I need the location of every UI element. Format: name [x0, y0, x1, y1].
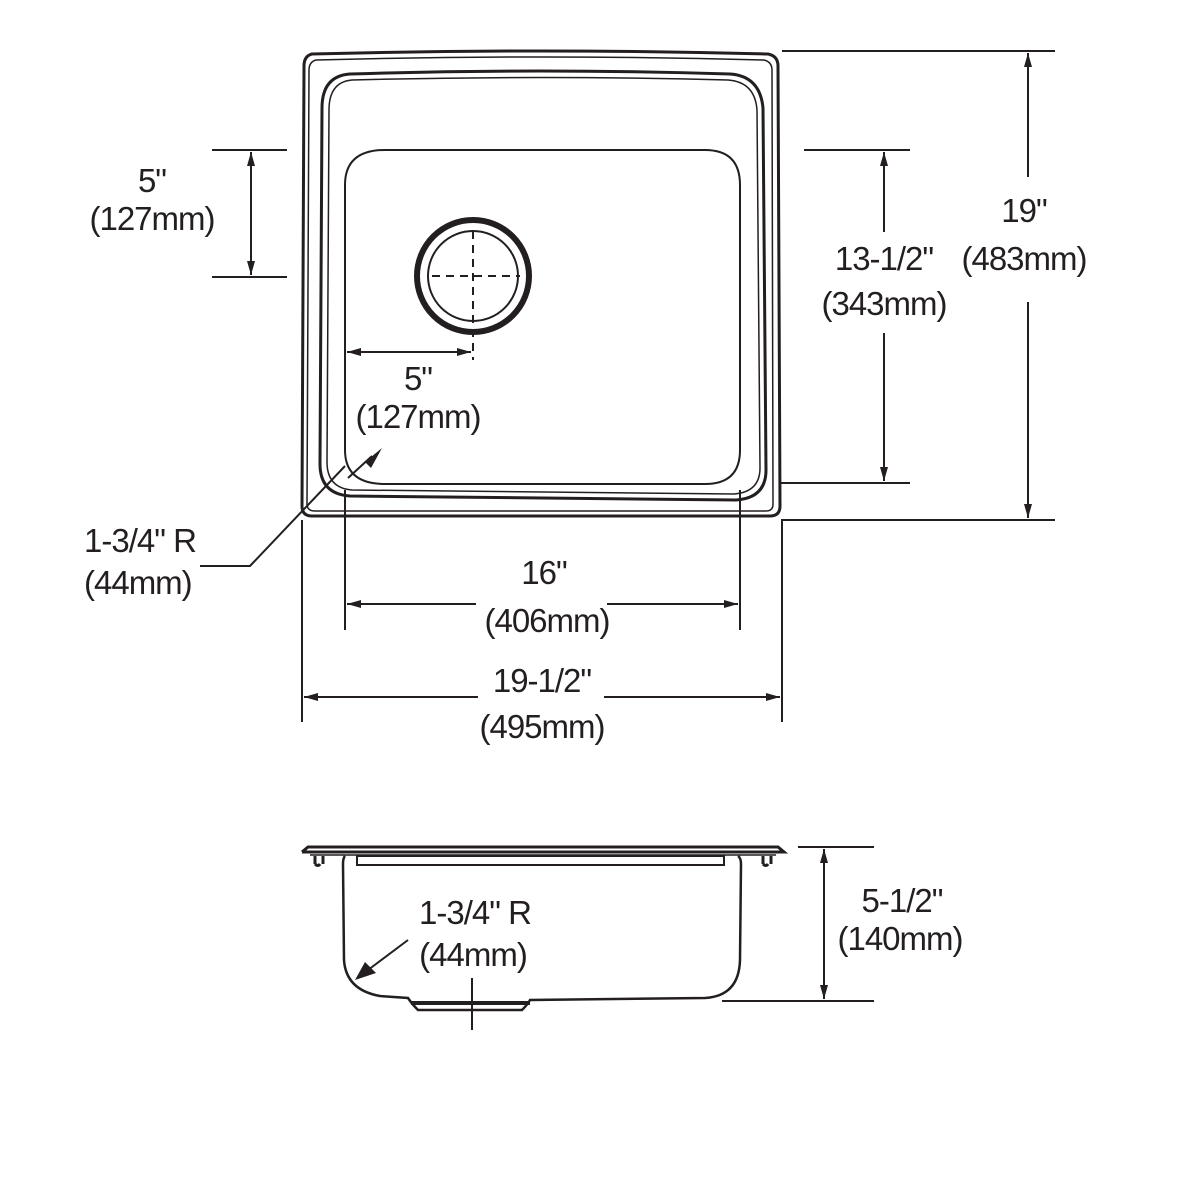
dim-overall-width: 19-1/2" (495mm) — [301, 520, 783, 745]
dim-bowl-length: 13-1/2" (343mm) — [780, 149, 948, 484]
dim-label-imperial: 13-1/2" — [835, 240, 934, 277]
top-view: 5" (127mm) 5" (127mm) 1-3/4" R (44mm) 13… — [84, 49, 1088, 745]
dim-label-imperial: 5-1/2" — [862, 882, 943, 919]
dim-label-imperial: 1-3/4" R — [84, 522, 196, 559]
dim-drain-vertical: 5" (127mm) — [89, 149, 287, 278]
dim-label-metric: (343mm) — [821, 285, 946, 322]
drain — [414, 217, 532, 360]
dim-corner-radius-top: 1-3/4" R (44mm) — [84, 448, 382, 601]
sink-outer-rim — [300, 49, 782, 518]
dim-label-metric: (127mm) — [355, 398, 480, 435]
dim-label-metric: (44mm) — [419, 936, 527, 973]
rim-flange — [301, 845, 789, 854]
dim-label-imperial: 19-1/2" — [493, 662, 592, 699]
dim-label-metric: (44mm) — [84, 564, 192, 601]
dim-label-imperial: 5" — [138, 162, 166, 199]
rim-channel — [356, 855, 725, 866]
dim-label-imperial: 1-3/4" R — [419, 894, 531, 931]
dim-depth: 5-1/2" (140mm) — [722, 846, 964, 1002]
dim-label-imperial: 16" — [521, 554, 567, 591]
mounting-clip-right — [761, 856, 773, 867]
sink-inner-rim — [318, 69, 768, 502]
dim-label-metric: (127mm) — [89, 200, 214, 237]
dim-label-imperial: 19" — [1001, 192, 1047, 229]
dim-label-metric: (140mm) — [837, 920, 962, 957]
dim-corner-radius-side: 1-3/4" R (44mm) — [355, 894, 532, 980]
side-view: 1-3/4" R (44mm) 5-1/2" (140mm) — [301, 845, 964, 1030]
dim-label-metric: (483mm) — [961, 240, 1086, 277]
sink-bowl — [344, 149, 741, 485]
sink-bowl-profile — [341, 854, 743, 1012]
dim-label-metric: (406mm) — [484, 602, 609, 639]
dim-label-imperial: 5" — [404, 360, 432, 397]
mounting-clip-left — [313, 856, 325, 867]
dim-bowl-width: 16" (406mm) — [344, 490, 741, 639]
dim-overall-length: 19" (483mm) — [781, 50, 1088, 528]
dim-label-metric: (495mm) — [479, 708, 604, 745]
dim-drain-horizontal: 5" (127mm) — [347, 348, 482, 435]
